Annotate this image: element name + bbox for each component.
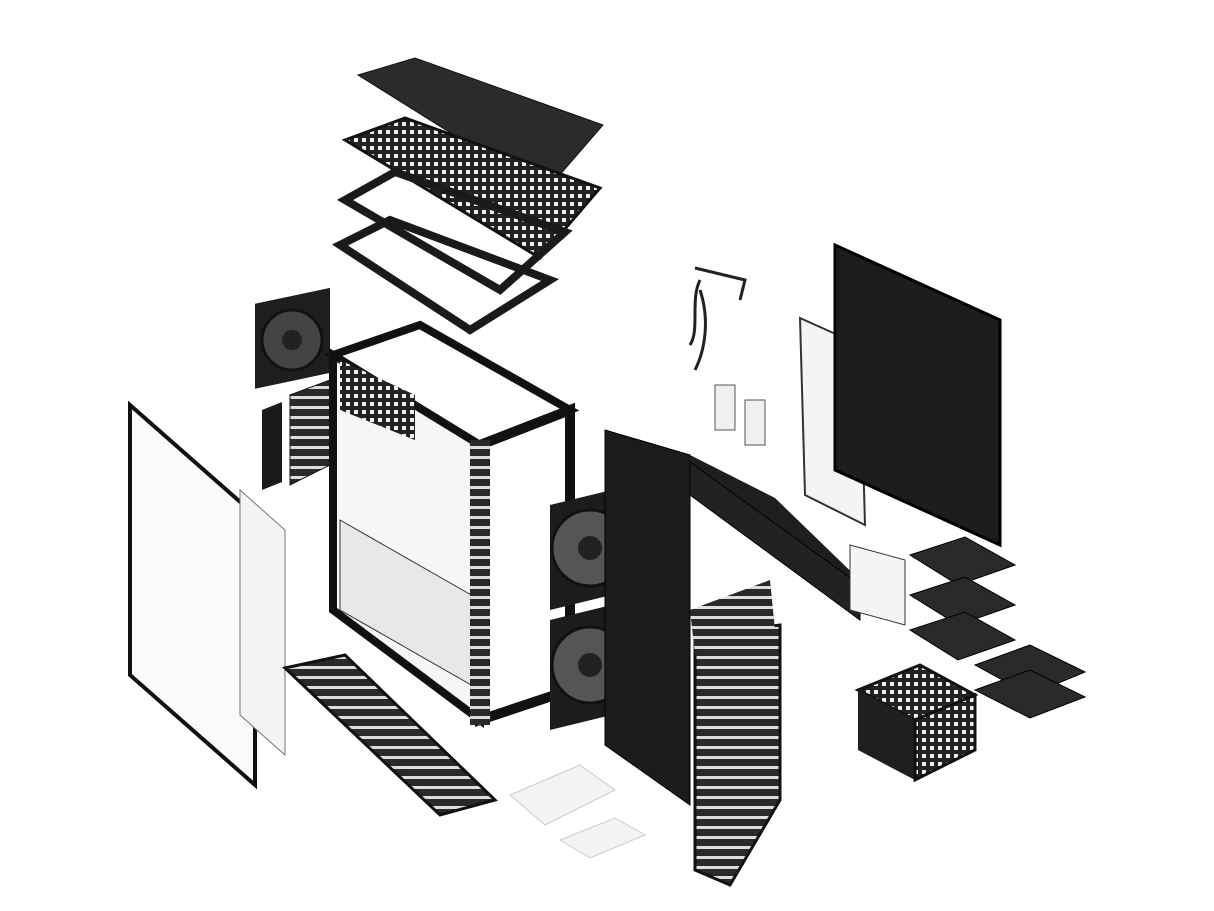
hdd-tray-3 xyxy=(908,611,1017,661)
ssd-bracket-2 xyxy=(744,399,766,446)
ssd-mount-white xyxy=(849,544,906,626)
foam-pad-2 xyxy=(558,817,647,859)
hdd-cage xyxy=(854,663,979,783)
bottom-dust-filter xyxy=(281,653,498,817)
top-fan-bracket xyxy=(331,215,559,335)
psu-cover-plate xyxy=(689,461,861,621)
ssd-bracket-1 xyxy=(714,384,736,431)
chassis xyxy=(323,320,580,728)
front-filter-top xyxy=(690,580,775,655)
rear-fan xyxy=(255,287,330,389)
tempered-glass-side-panel xyxy=(128,400,257,790)
front-mesh-filter xyxy=(693,623,782,887)
pci-slot-covers xyxy=(289,379,331,486)
hdd-tray-2 xyxy=(908,576,1017,626)
front-io-cables xyxy=(688,266,747,371)
foam-pad-1 xyxy=(509,764,616,826)
pci-bracket xyxy=(262,402,282,490)
solid-side-panel xyxy=(833,242,1002,548)
hdd-tray-1 xyxy=(908,536,1017,586)
front-panel-door xyxy=(604,429,691,806)
inner-side-panel xyxy=(239,488,286,757)
hdd-tray-5 xyxy=(973,669,1087,719)
top-bracket-frame xyxy=(336,167,573,295)
